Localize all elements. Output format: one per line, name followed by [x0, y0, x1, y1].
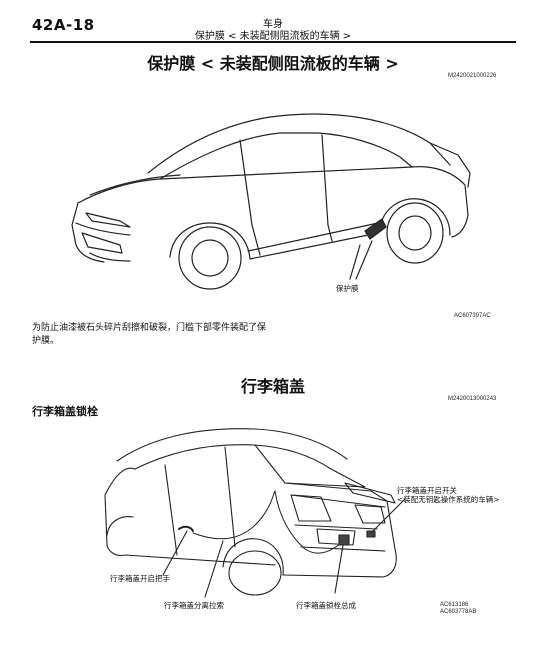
protective-film-code: M2420021000226	[448, 73, 497, 79]
car-rear-illustration	[95, 425, 445, 595]
trunk-lid-latch-subtitle: 行李箱盖锁栓	[32, 405, 98, 418]
trunk-figure-code-1: AC613186	[440, 602, 469, 608]
section-title: 车身	[263, 19, 283, 30]
trunk-figure-code-2: AC603778AB	[440, 609, 477, 615]
opener-switch-condition: <装配无钥匙操作系统的车辆>	[397, 495, 500, 504]
opener-switch-label: 行李箱盖开启开关	[397, 486, 457, 495]
opener-handle-callout: 行李箱盖开启把手	[110, 574, 170, 583]
subsection-title: 保护膜 < 未装配侧阻流板的车辆 >	[194, 31, 352, 42]
protective-film-figure-code: AC607397AC	[454, 313, 491, 319]
page-number: 42A-18	[32, 16, 95, 34]
trunk-lid-title: 行李箱盖	[240, 377, 305, 396]
protective-film-title: 保护膜 < 未装配侧阻流板的车辆 >	[147, 54, 399, 73]
protective-film-description: 为防止油漆被石头碎片刮擦和破裂，门槛下部零件装配了保护膜。	[32, 323, 267, 346]
opener-switch-callout: 行李箱盖开启开关 <装配无钥匙操作系统的车辆>	[397, 486, 500, 504]
protective-film-callout: 保护膜	[336, 284, 359, 293]
trunk-lid-code: M2420013000243	[448, 396, 497, 402]
latch-assembly-callout: 行李箱盖锁栓总成	[296, 601, 356, 610]
release-cable-callout: 行李箱盖分离拉索	[164, 601, 224, 610]
header-rule	[30, 41, 516, 43]
car-side-illustration	[60, 95, 480, 305]
